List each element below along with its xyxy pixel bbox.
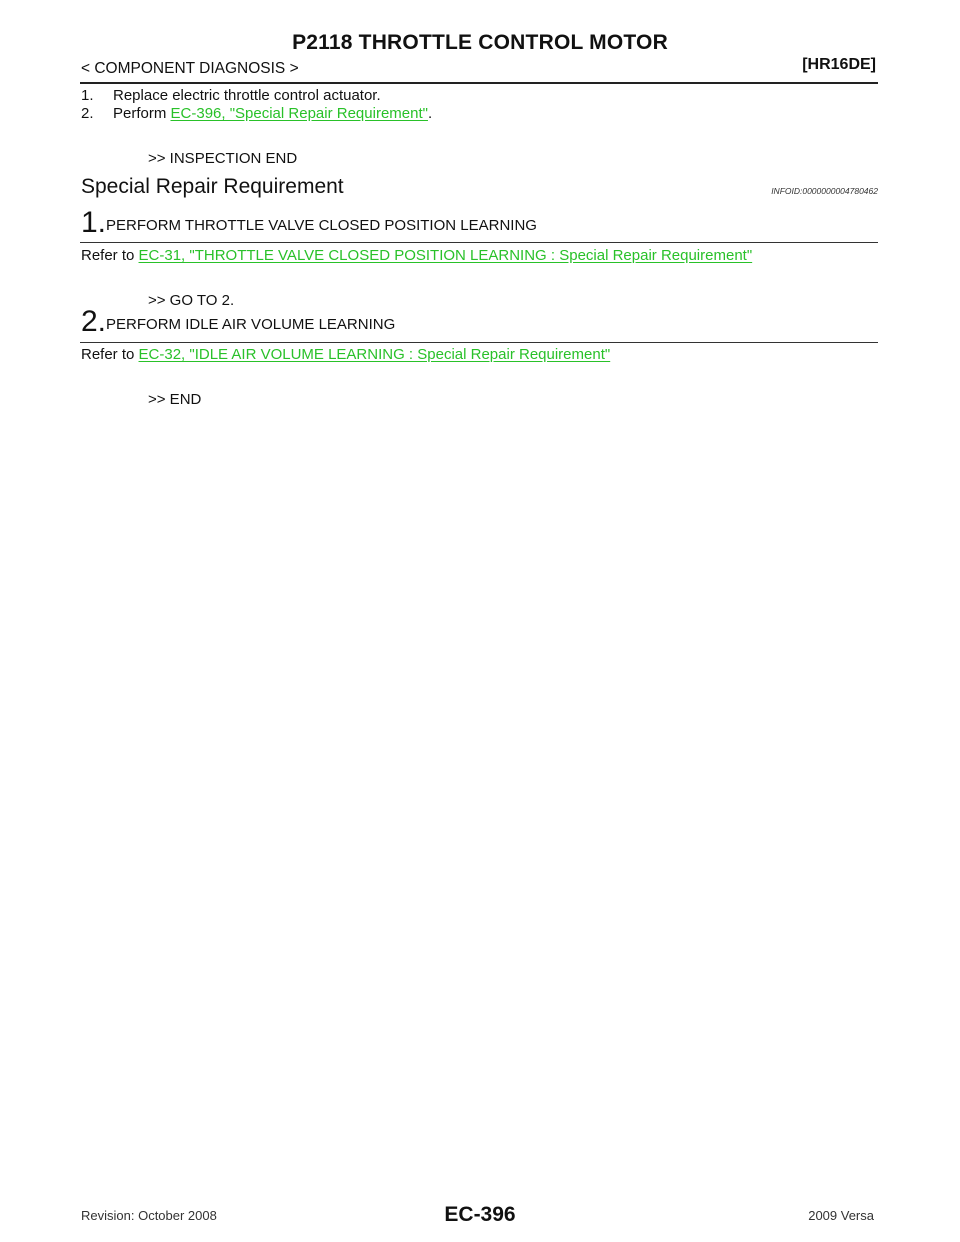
footer-model: 2009 Versa xyxy=(808,1208,874,1223)
procedure-step-1-result: >> GO TO 2. xyxy=(148,292,235,309)
footer-page-number: EC-396 xyxy=(444,1203,516,1226)
refer-prefix: Refer to xyxy=(81,346,139,363)
procedure-step-1-refer: Refer to EC-31, "THROTTLE VALVE CLOSED P… xyxy=(81,247,752,264)
step-suffix: . xyxy=(427,105,433,122)
footer-revision: Revision: October 2008 xyxy=(81,1208,217,1223)
section-label: < COMPONENT DIAGNOSIS > xyxy=(81,60,299,77)
procedure-step-number: 1. xyxy=(81,206,107,239)
step-number: 2. xyxy=(81,105,94,122)
procedure-step-number: 2. xyxy=(81,305,107,338)
header-divider xyxy=(80,82,878,84)
procedure-step-2-result: >> END xyxy=(148,391,202,408)
inspection-end-text: >> INSPECTION END xyxy=(148,150,298,167)
repair-step-1: 1. Replace electric throttle control actu… xyxy=(81,87,381,104)
idle-air-volume-learning-link[interactable]: EC-32, "IDLE AIR VOLUME LEARNING : Speci… xyxy=(138,346,611,363)
refer-prefix: Refer to xyxy=(81,247,139,264)
page-title: P2118 THROTTLE CONTROL MOTOR xyxy=(292,31,668,54)
repair-step-2: 2. Perform EC-396, "Special Repair Requir… xyxy=(81,105,432,122)
procedure-step-1-title: 1.PERFORM THROTTLE VALVE CLOSED POSITION… xyxy=(81,208,537,238)
model-code: [HR16DE] xyxy=(802,56,876,73)
procedure-step-divider xyxy=(80,342,878,343)
throttle-valve-learning-link[interactable]: EC-31, "THROTTLE VALVE CLOSED POSITION L… xyxy=(138,247,753,264)
step-number: 1. xyxy=(81,87,94,104)
procedure-step-2-title: 2.PERFORM IDLE AIR VOLUME LEARNING xyxy=(81,307,395,337)
step-text: Perform xyxy=(113,105,171,122)
procedure-step-title: PERFORM IDLE AIR VOLUME LEARNING xyxy=(106,316,396,333)
step-text: Replace electric throttle control actuat… xyxy=(113,87,381,104)
special-repair-link[interactable]: EC-396, "Special Repair Requirement" xyxy=(170,105,428,122)
procedure-step-divider xyxy=(80,242,878,243)
procedure-step-2-refer: Refer to EC-32, "IDLE AIR VOLUME LEARNIN… xyxy=(81,346,610,363)
section-heading: Special Repair Requirement xyxy=(81,175,344,198)
procedure-step-title: PERFORM THROTTLE VALVE CLOSED POSITION L… xyxy=(106,217,537,234)
info-id: INFOID:0000000004780462 xyxy=(771,186,878,196)
